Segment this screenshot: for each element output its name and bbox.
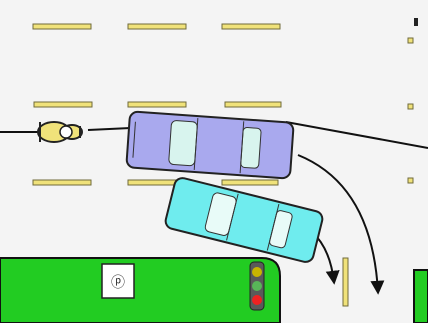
traffic-light-green bbox=[252, 281, 262, 291]
parking-sign: ⓟ bbox=[102, 264, 134, 298]
motorcycle bbox=[38, 122, 82, 142]
parking-sign-label: ⓟ bbox=[111, 275, 125, 291]
motorcycle-rider-icon bbox=[60, 126, 72, 138]
traffic-light-red bbox=[252, 295, 262, 305]
blue-car bbox=[126, 111, 294, 178]
traffic-light bbox=[250, 262, 264, 310]
traffic-light-yellow bbox=[252, 267, 262, 277]
curb-markers bbox=[414, 18, 418, 26]
